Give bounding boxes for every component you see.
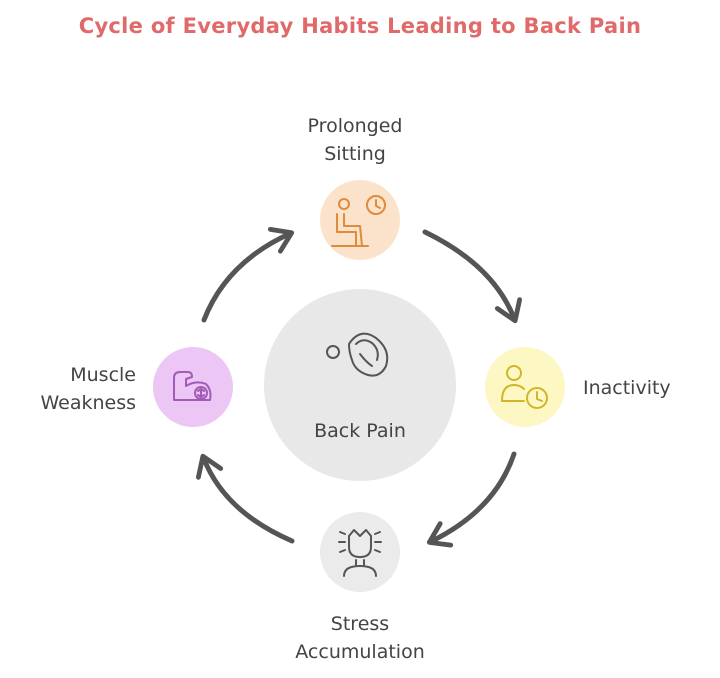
node-left-label-line1: Muscle	[70, 364, 136, 386]
node-left-circle	[153, 347, 233, 427]
spine-icon	[326, 332, 389, 377]
node-right-label: Inactivity	[583, 374, 671, 402]
arrow-top-to-right	[422, 229, 523, 324]
arrow-left-to-top	[201, 226, 295, 323]
arrow-bottom-to-left	[195, 453, 295, 544]
node-top-label-line2: Sitting	[324, 143, 386, 165]
node-top-label-line1: Prolonged	[307, 115, 403, 137]
node-top-label: Prolonged Sitting	[250, 112, 460, 168]
node-left-label: Muscle Weakness	[10, 361, 136, 417]
center-label: Back Pain	[314, 420, 406, 442]
sitting-person-clock-icon	[331, 195, 386, 247]
node-top-circle	[320, 180, 400, 260]
diagram-title: Cycle of Everyday Habits Leading to Back…	[78, 14, 642, 38]
node-left-label-line2: Weakness	[40, 392, 136, 414]
stressed-head-icon	[338, 529, 382, 577]
node-bottom-label-line1: Stress	[330, 613, 390, 635]
arrow-right-to-bottom	[426, 451, 517, 548]
center-circle	[264, 289, 456, 481]
node-right-label-line1: Inactivity	[583, 377, 671, 399]
node-bottom-circle	[320, 512, 400, 592]
person-clock-icon	[501, 365, 548, 409]
flexed-arm-icon	[173, 371, 212, 401]
node-bottom-label-line2: Accumulation	[295, 641, 425, 663]
node-bottom-label: Stress Accumulation	[250, 610, 470, 666]
node-right-circle	[485, 347, 565, 427]
